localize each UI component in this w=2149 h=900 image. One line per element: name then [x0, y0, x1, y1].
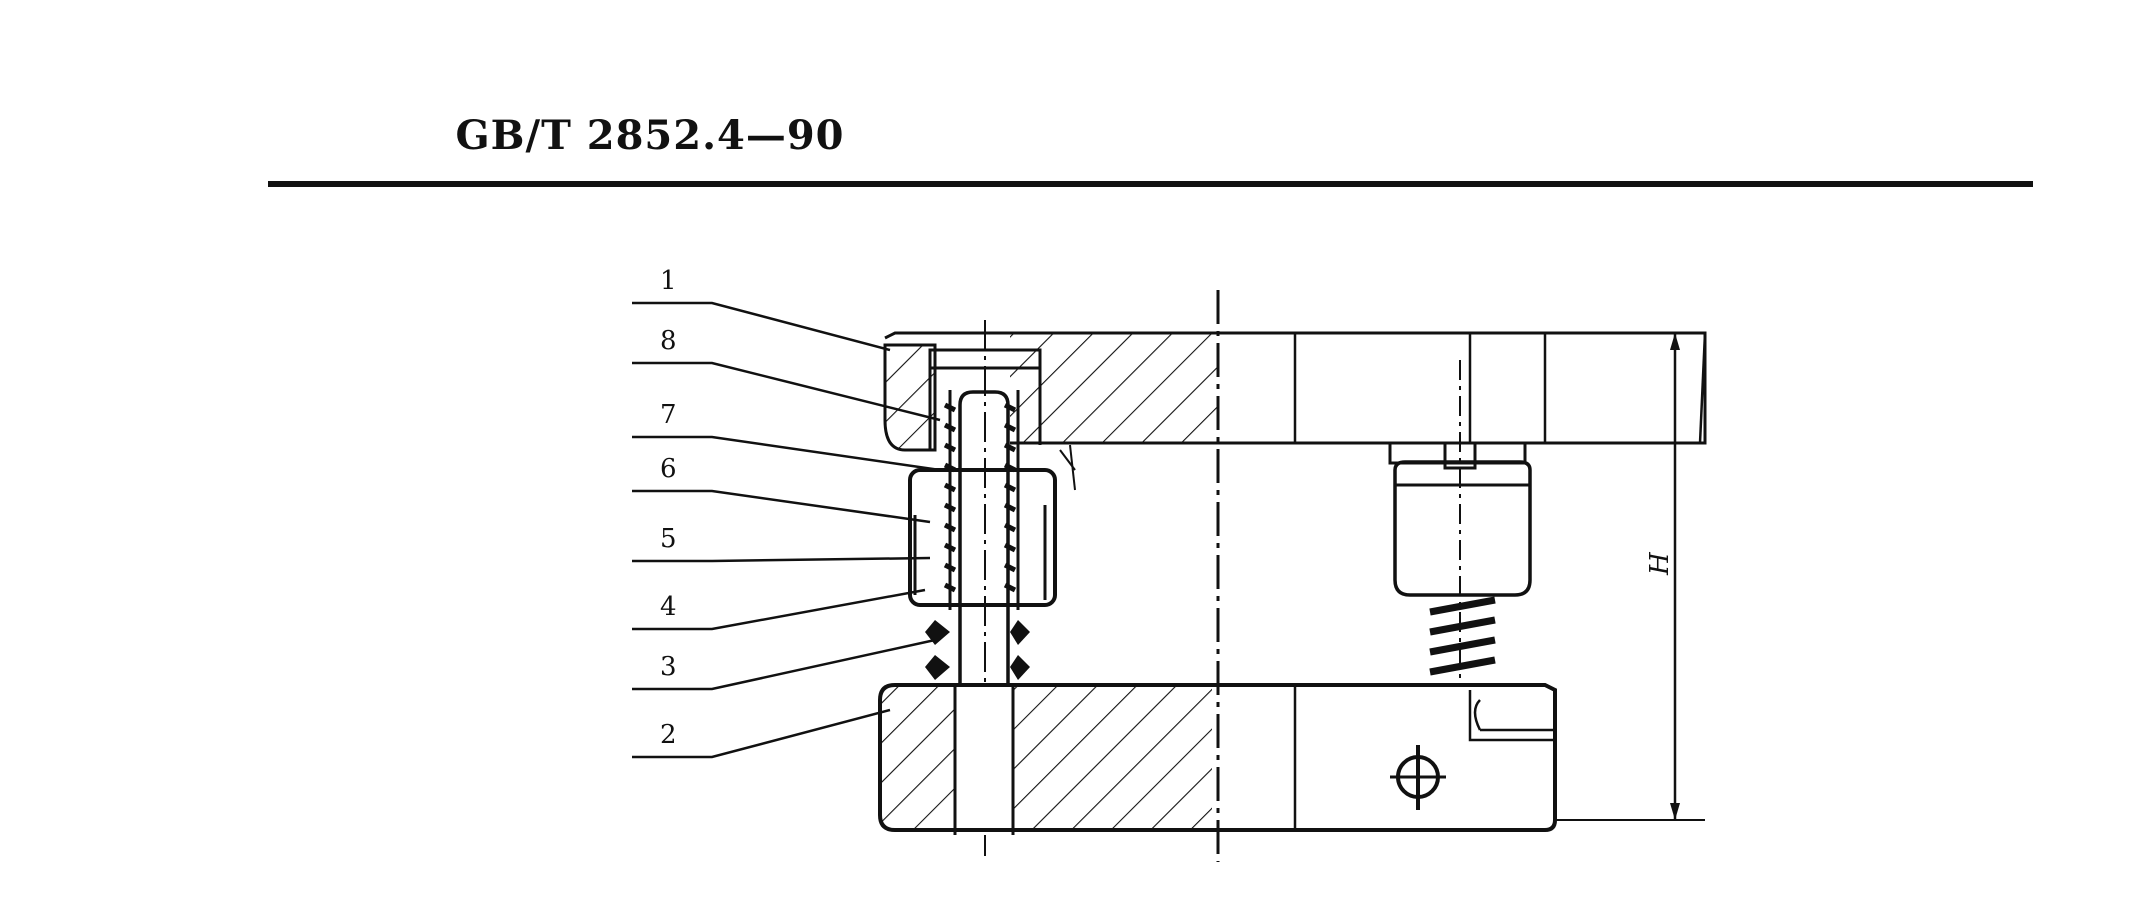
left-spring — [943, 402, 1017, 593]
callout-4: 4 — [660, 592, 677, 622]
screw-hole-marker — [1390, 745, 1446, 810]
upper-plate — [884, 331, 1707, 445]
upper-bushing — [883, 343, 1080, 491]
header-rule — [268, 181, 2033, 187]
callout-5: 5 — [660, 524, 677, 554]
callout-7: 7 — [660, 400, 677, 430]
callout-6: 6 — [660, 454, 677, 484]
dimension-h-label: H — [1645, 551, 1675, 576]
leader-lines — [632, 301, 941, 759]
callout-8: 8 — [660, 326, 677, 356]
lower-plate — [878, 683, 1557, 835]
guide-bushing — [908, 468, 1057, 607]
callout-3: 3 — [660, 652, 677, 682]
ball-cage — [925, 620, 1030, 680]
callout-2: 2 — [660, 720, 677, 750]
standard-number-title: GB/T 2852.4—90 — [455, 112, 845, 159]
dimension-h — [1545, 332, 1705, 821]
callout-1: 1 — [660, 266, 677, 296]
right-assembly — [1388, 360, 1532, 680]
right-spring — [1429, 596, 1496, 676]
